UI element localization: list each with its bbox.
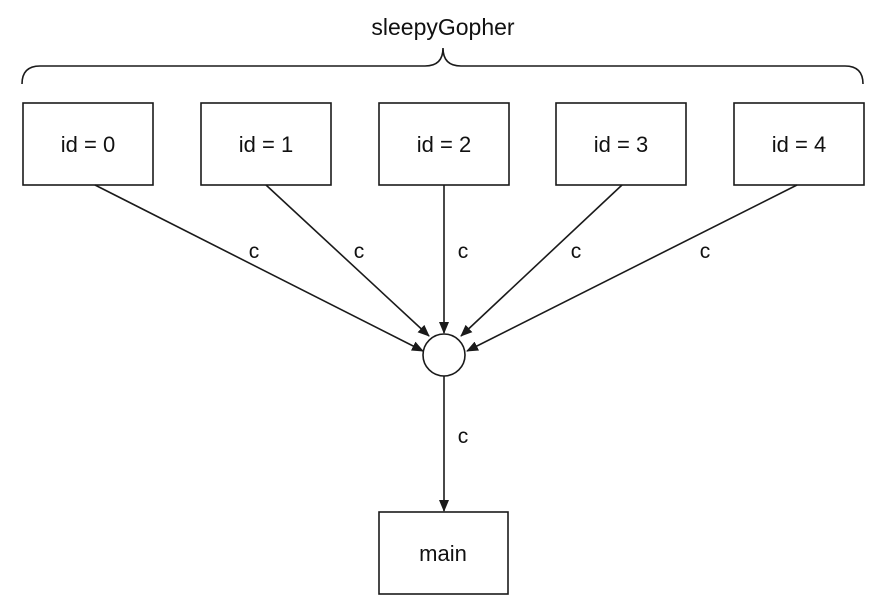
- gopher-node-2: id = 2: [378, 102, 510, 186]
- gopher-node-label: id = 4: [772, 132, 826, 157]
- gopher-node-label: id = 2: [417, 132, 471, 157]
- group-brace: [21, 47, 864, 85]
- edge-label-gopher-0: c: [249, 240, 260, 263]
- channel-node: [422, 333, 466, 377]
- gopher-node-0: id = 0: [22, 102, 154, 186]
- group-label: sleepyGopher: [371, 14, 515, 40]
- edge-label-gopher-4: c: [700, 240, 711, 263]
- main-node-label: main: [419, 541, 467, 566]
- edge-gopher-0-to-channel: [94, 184, 424, 352]
- main-node: main: [378, 511, 509, 595]
- edge-gopher-1-to-channel: [265, 184, 430, 337]
- gopher-node-label: id = 0: [61, 132, 115, 157]
- edge-label-gopher-2: c: [458, 240, 469, 263]
- edge-label-gopher-1: c: [354, 240, 365, 263]
- edge-gopher-3-to-channel: [460, 184, 623, 337]
- gopher-node-label: id = 3: [594, 132, 648, 157]
- gopher-node-label: id = 1: [239, 132, 293, 157]
- edge-gopher-4-to-channel: [466, 184, 798, 352]
- gopher-node-4: id = 4: [733, 102, 865, 186]
- edge-label-main: c: [458, 425, 469, 448]
- gopher-node-3: id = 3: [555, 102, 687, 186]
- edge-label-gopher-3: c: [571, 240, 582, 263]
- gopher-node-1: id = 1: [200, 102, 332, 186]
